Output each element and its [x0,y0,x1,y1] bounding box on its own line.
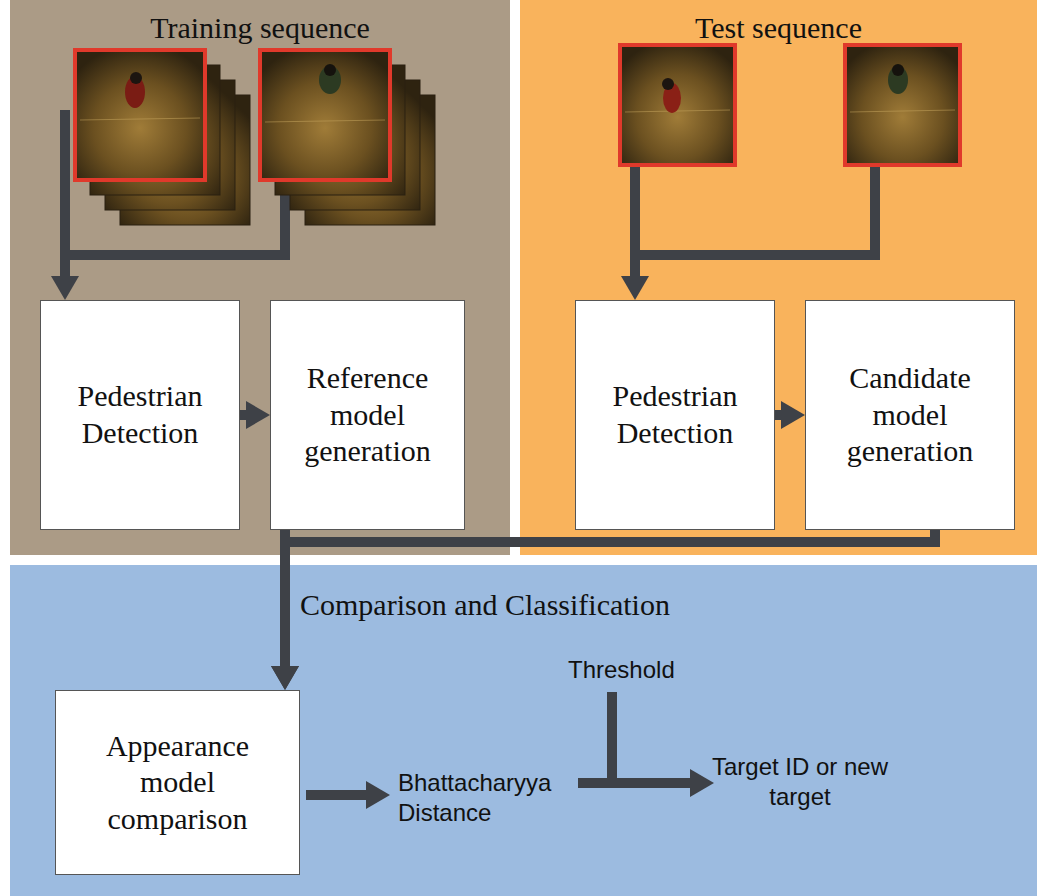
box-label: Pedestrian Detection [584,378,766,451]
label-holder: Bhattacharyya Distance [398,768,598,828]
training-frames [75,50,435,225]
process-box: Candidate model generation [805,300,1015,530]
region-title: Training sequence [10,10,510,46]
flow-arrow [285,530,935,666]
feed-lines [60,110,875,276]
flow-arrow [280,530,290,666]
label-holder: Target ID or new target [700,752,900,812]
region-title: Test sequence [520,10,1037,46]
process-box: Appearance model comparison [55,690,300,875]
region-band: Training sequencePedestrian Detection Ref… [10,0,510,555]
label-holder: Threshold [568,655,688,685]
process-box: Pedestrian Detection [575,300,775,530]
box-label: Reference model generation [279,360,456,470]
region-band: Comparison and ClassificationAppearance … [10,565,1037,896]
box-label: Appearance model comparison [90,728,265,838]
test-frames [620,45,960,165]
region-title: Comparison and Classification [300,587,1037,623]
box-label: Candidate model generation [814,360,1006,470]
threshold-label: Threshold [568,655,688,685]
result-label: Target ID or new target [700,752,900,812]
process-box: Reference model generation [270,300,465,530]
process-box: Pedestrian Detection [40,300,240,530]
region-band: Test sequencePedestrian Detection Candida… [520,0,1037,555]
box-label: Pedestrian Detection [49,378,231,451]
flow-arrow [775,410,781,420]
metric-label: Bhattacharyya Distance [398,768,598,828]
flow-arrow [240,410,246,420]
